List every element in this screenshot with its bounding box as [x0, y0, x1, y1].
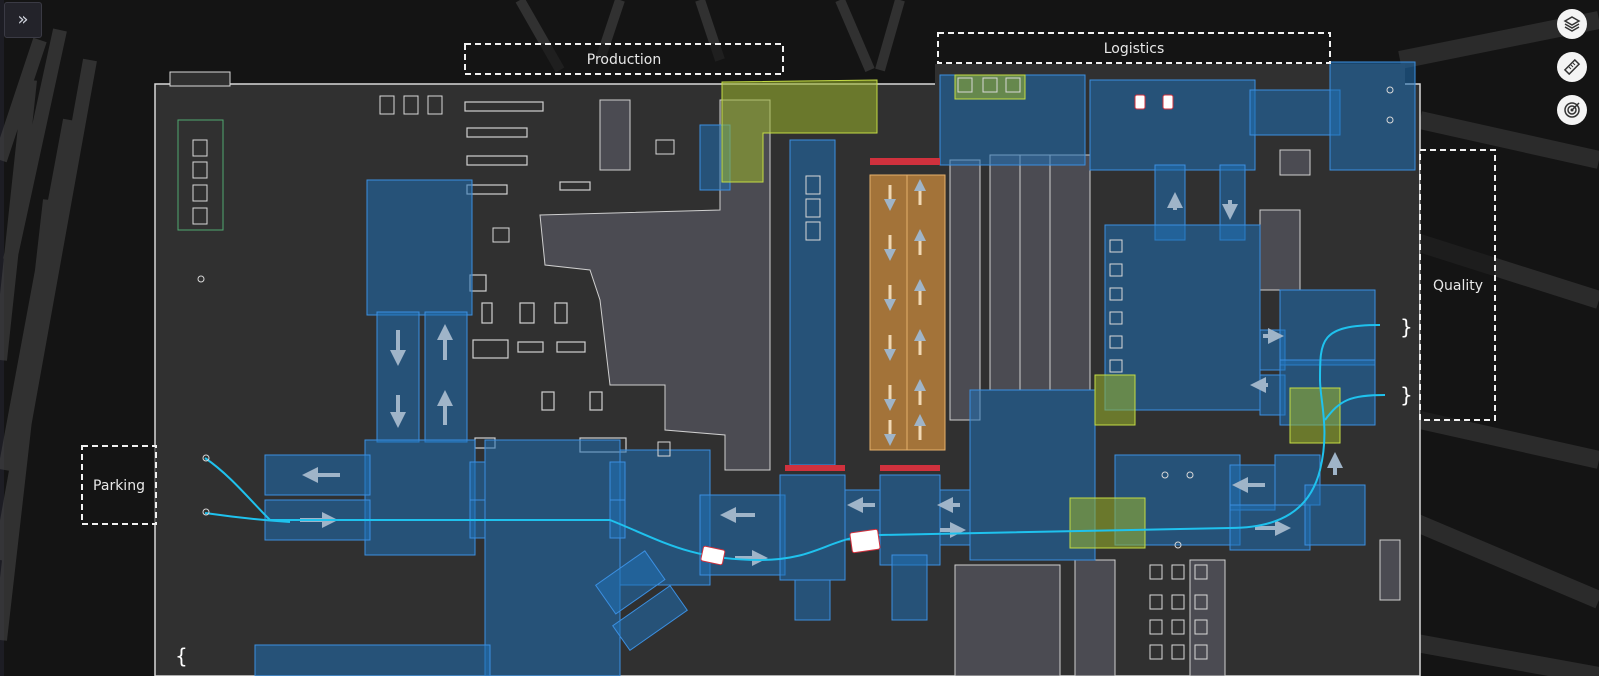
rack-icons-green — [177, 119, 224, 231]
svg-text:}: } — [1400, 315, 1413, 339]
dock-markers — [1134, 94, 1174, 110]
orange-conveyor-zone — [869, 174, 946, 451]
rack-icons — [192, 77, 1208, 660]
direction-arrows — [300, 192, 1343, 566]
path-waypoints — [197, 86, 1394, 549]
mobile-robot[interactable] — [849, 528, 881, 554]
diagonal-conveyors — [594, 550, 688, 652]
mobile-robot[interactable] — [700, 545, 726, 566]
yellow-zones — [721, 74, 1341, 549]
svg-text:}: } — [1400, 383, 1413, 407]
expand-sidebar-button[interactable]: » — [4, 2, 42, 38]
target-button[interactable] — [1557, 95, 1587, 125]
zone-label-production: Production — [587, 52, 661, 68]
layers-icon — [1563, 16, 1581, 32]
svg-text:{: { — [175, 644, 188, 668]
layers-button[interactable] — [1557, 9, 1587, 39]
target-icon — [1564, 102, 1580, 118]
zone-quality[interactable]: Quality — [1419, 149, 1496, 421]
ruler-icon — [1563, 58, 1581, 76]
zone-parking[interactable]: Parking — [81, 445, 157, 525]
ruler-button[interactable] — [1557, 52, 1587, 82]
zone-label-quality: Quality — [1433, 278, 1483, 294]
zone-label-parking: Parking — [93, 478, 145, 494]
red-barriers — [785, 158, 940, 471]
zone-production[interactable]: Production — [464, 43, 784, 75]
double-chevron-right-icon: » — [17, 9, 29, 30]
brace-markers: } } { — [175, 315, 1413, 668]
robot-path — [204, 324, 1386, 562]
conveyor-arrows — [884, 179, 926, 446]
zone-label-logistics: Logistics — [1104, 41, 1165, 57]
zone-logistics[interactable]: Logistics — [937, 32, 1331, 64]
machinery-blocks — [539, 99, 1401, 676]
